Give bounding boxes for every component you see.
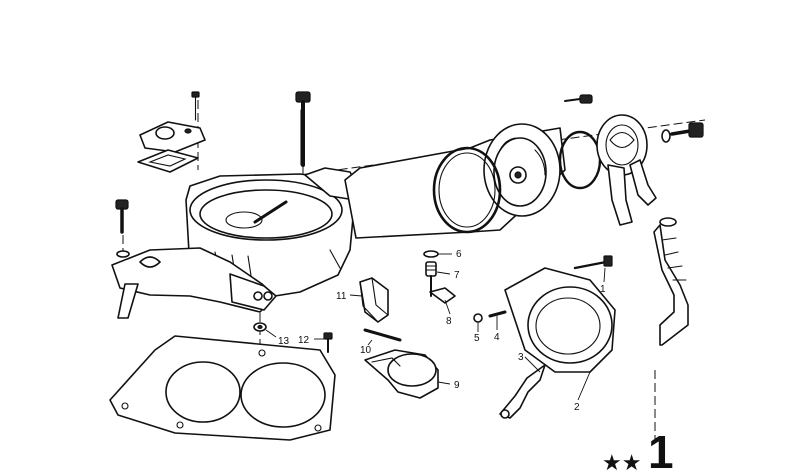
flange-gasket [137, 149, 199, 173]
callout-4: 4 [494, 332, 500, 343]
top-screw [191, 91, 200, 121]
throttle-linkage [111, 247, 277, 319]
rod-10 [363, 328, 402, 342]
group-number: 1 [648, 426, 674, 473]
clip-5 [473, 313, 483, 323]
choke-housing [344, 123, 566, 239]
bracket-11 [359, 277, 389, 323]
callout-12: 12 [298, 335, 310, 346]
callout-labels: 1 2 3 4 5 6 7 8 9 10 11 12 13 [278, 249, 606, 413]
needle-valve-7 [423, 250, 439, 297]
washer-13 [253, 322, 267, 332]
callout-8: 8 [446, 316, 452, 327]
callout-10: 10 [360, 345, 372, 356]
callout-9: 9 [454, 380, 460, 391]
callout-6: 6 [456, 249, 462, 260]
right-bolt [661, 122, 704, 143]
callout-7: 7 [454, 270, 460, 281]
top-right-screw [564, 94, 593, 104]
pump-9 [364, 349, 439, 399]
water-cover [596, 114, 657, 226]
base-gasket [109, 335, 336, 441]
gasket-8 [429, 287, 456, 304]
callout-13: 13 [278, 336, 290, 347]
vacuum-unit [499, 255, 616, 419]
callout-11: 11 [336, 291, 347, 302]
thin-ring [558, 130, 602, 190]
left-bolt [115, 199, 130, 258]
callout-1: 1 [600, 284, 606, 295]
large-o-ring [432, 146, 502, 234]
choke-cover-flange [139, 121, 206, 153]
long-bolt [295, 91, 311, 167]
group-marker: ★★ 1 [602, 426, 674, 473]
screw-12 [323, 332, 333, 353]
callout-2: 2 [574, 402, 580, 413]
water-hose [653, 217, 689, 346]
pin-4 [488, 310, 507, 318]
leader-lines [265, 253, 606, 401]
callout-5: 5 [474, 333, 480, 344]
callout-3: 3 [518, 352, 524, 363]
group-stars: ★★ [602, 451, 641, 473]
